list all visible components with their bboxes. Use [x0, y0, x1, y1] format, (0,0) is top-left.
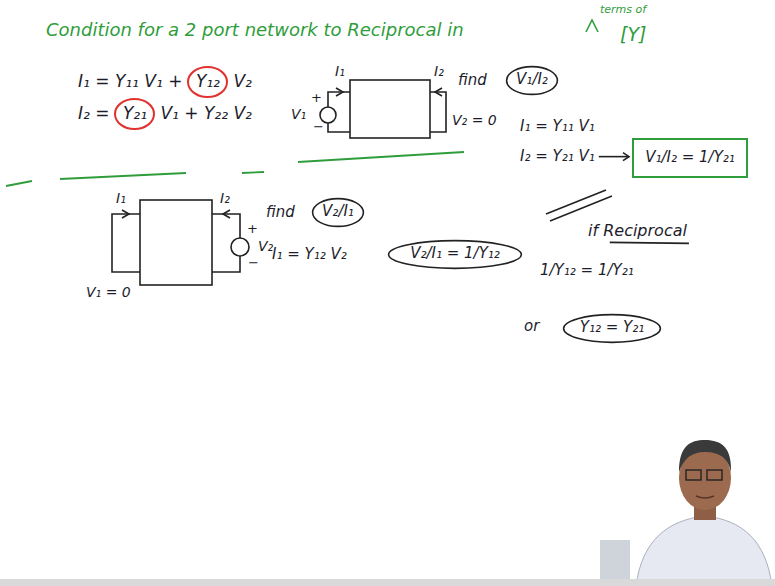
- polarity-sign: −: [313, 120, 324, 135]
- voltage-label: V₂: [258, 238, 273, 254]
- glasses: [707, 470, 722, 480]
- equation-part: I₁ = Y₁₁ V₁ +: [78, 72, 182, 92]
- separator-lines: [6, 152, 464, 186]
- polarity-sign: +: [247, 222, 258, 237]
- equation: I₁ = Y₁₂ V₂: [272, 246, 347, 263]
- short-circuit-wire: [430, 92, 446, 132]
- mouth: [696, 496, 714, 498]
- glasses: [686, 470, 701, 480]
- node-text: V₁/I₂: [516, 71, 548, 88]
- arrow-shaft: [599, 156, 629, 158]
- shirt: [636, 516, 772, 586]
- polarity-sign: +: [311, 91, 322, 106]
- node-text: Y₁₂: [196, 72, 220, 92]
- current-arrow: [223, 210, 230, 218]
- matrix-symbol: [Y]: [620, 24, 646, 46]
- separator: [298, 152, 464, 162]
- equation: I₂ = Y₂₁ V₁: [520, 148, 595, 165]
- implies-arrow: [599, 153, 629, 161]
- equation: I₁ = Y₁₁ V₁: [520, 118, 595, 135]
- circled-ratio: V₂/I₁: [311, 197, 365, 228]
- voltage-source: [231, 238, 249, 256]
- arrow-head: [623, 153, 629, 161]
- current-label: I₂: [434, 63, 444, 79]
- node-text: V₁/I₂ = 1/Y₂₁: [645, 149, 735, 166]
- voltage-label: V₁ = 0: [86, 284, 131, 300]
- inserted-words: terms of: [600, 4, 646, 17]
- equation-part: V₂: [233, 72, 251, 92]
- circled-result: V₂/I₁ = 1/Y₁₂: [387, 239, 523, 270]
- insert-caret: [586, 20, 598, 32]
- condition-note: if Reciprocal: [588, 222, 687, 240]
- voltage-label: V₂ = 0: [452, 112, 497, 128]
- result-box: V₁/I₂ = 1/Y₂₁: [632, 138, 748, 178]
- circled-ratio: V₁/I₂: [505, 65, 559, 96]
- note: find: [458, 72, 487, 89]
- current-arrow: [336, 88, 343, 96]
- wire: [212, 256, 240, 272]
- short-circuit-wire: [112, 214, 140, 272]
- two-port-circuit-b: [112, 200, 249, 285]
- hair: [679, 440, 731, 472]
- separator: [6, 181, 32, 186]
- two-port-box: [140, 200, 212, 285]
- desk-object: [600, 540, 630, 580]
- emphasis-marks: [546, 190, 689, 243]
- node-text: V₂/I₁: [322, 203, 354, 220]
- current-label: I₁: [116, 190, 126, 206]
- note: or: [524, 318, 539, 335]
- separator: [242, 172, 264, 173]
- node-text: Y₂₁: [123, 104, 147, 124]
- wire: [328, 123, 350, 132]
- current-label: I₁: [335, 63, 345, 79]
- outline-shape: [313, 198, 364, 226]
- underline: [610, 242, 689, 243]
- wire: [212, 214, 240, 238]
- equation-part: I₂ =: [78, 104, 109, 124]
- lecturer-photo: [600, 440, 772, 586]
- current-label: I₂: [220, 190, 230, 206]
- circled-term: Y₂₁: [113, 97, 156, 131]
- current-arrow: [122, 210, 129, 218]
- equation-part: V₁ + Y₂₂ V₂: [160, 104, 251, 124]
- current-arrow: [435, 88, 442, 96]
- bottom-bar: [0, 579, 775, 586]
- outline-shape: [507, 66, 558, 94]
- circled-result: Y₁₂ = Y₂₁: [562, 313, 662, 344]
- note: find: [266, 204, 295, 221]
- two-port-box: [350, 80, 430, 138]
- outline-shape: [188, 67, 227, 97]
- outline-shape: [633, 139, 747, 177]
- outline-shape: [564, 314, 661, 342]
- outline-shape: [389, 240, 522, 268]
- voltage-label: V₁: [291, 106, 306, 122]
- outline-shape: [115, 99, 154, 129]
- separator: [60, 173, 186, 179]
- polarity-sign: −: [248, 256, 259, 271]
- equation: 1/Y₁₂ = 1/Y₂₁: [540, 262, 634, 279]
- double-slash: [550, 196, 612, 221]
- node-text: Y₁₂ = Y₂₁: [580, 319, 644, 336]
- circled-term: Y₁₂: [186, 65, 229, 99]
- two-port-circuit-a: [320, 80, 446, 138]
- node-text: V₂/I₁ = 1/Y₁₂: [410, 245, 500, 262]
- slide-title: Condition for a 2 port network to Recipr…: [46, 20, 464, 41]
